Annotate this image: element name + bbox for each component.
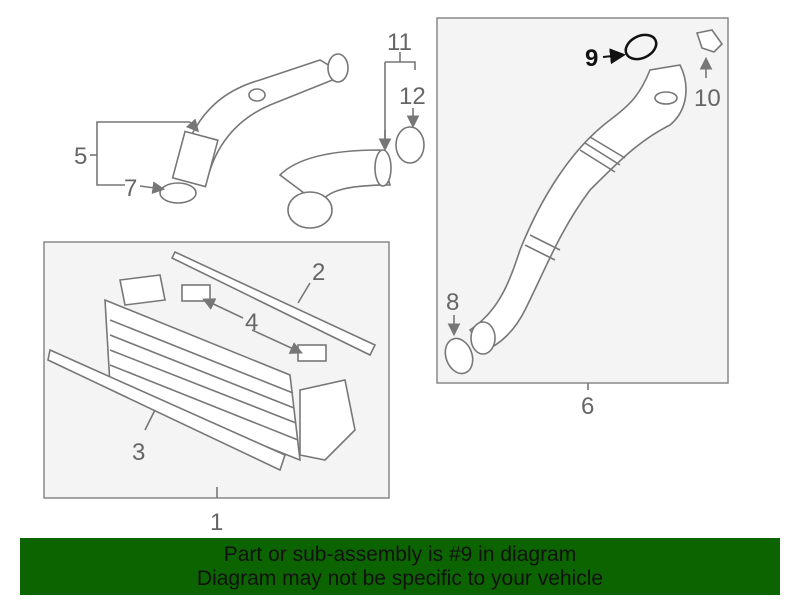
seal-strip-part-3[interactable] <box>47 348 286 472</box>
callout-3: 3 <box>132 439 145 466</box>
seal-strip-part-2[interactable] <box>170 250 377 357</box>
callout-4: 4 <box>245 309 258 336</box>
callout-11: 11 <box>387 29 412 56</box>
charge-hose-part-6[interactable] <box>468 64 687 355</box>
callout-12: 12 <box>399 83 426 110</box>
callout-10: 10 <box>694 85 721 112</box>
inlet-hose-part-11[interactable] <box>278 149 392 229</box>
o-ring-part-9[interactable] <box>622 30 660 63</box>
callout-7: 7 <box>124 175 137 202</box>
callout-5: 5 <box>74 143 87 170</box>
banner-line-1: Part or sub-assembly is #9 in diagram <box>223 543 577 566</box>
callout-9[interactable]: 9 <box>585 45 598 72</box>
bracket-part-4a[interactable] <box>181 284 211 302</box>
clamp-ring-part-12[interactable] <box>395 126 425 164</box>
callout-2: 2 <box>312 259 325 286</box>
callout-1: 1 <box>210 509 223 536</box>
info-banner: Part or sub-assembly is #9 in diagram Di… <box>20 538 780 595</box>
bracket-part-4b[interactable] <box>297 344 327 362</box>
o-ring-part-7[interactable] <box>159 182 197 204</box>
charge-pipe-part-5[interactable] <box>171 53 349 188</box>
callout-6: 6 <box>581 393 594 420</box>
banner-line-2: Diagram may not be specific to your vehi… <box>196 567 604 590</box>
callout-8: 8 <box>446 289 459 316</box>
intercooler-part[interactable] <box>104 274 356 462</box>
sensor-part-10[interactable] <box>695 29 724 53</box>
o-ring-part-8[interactable] <box>441 335 478 378</box>
